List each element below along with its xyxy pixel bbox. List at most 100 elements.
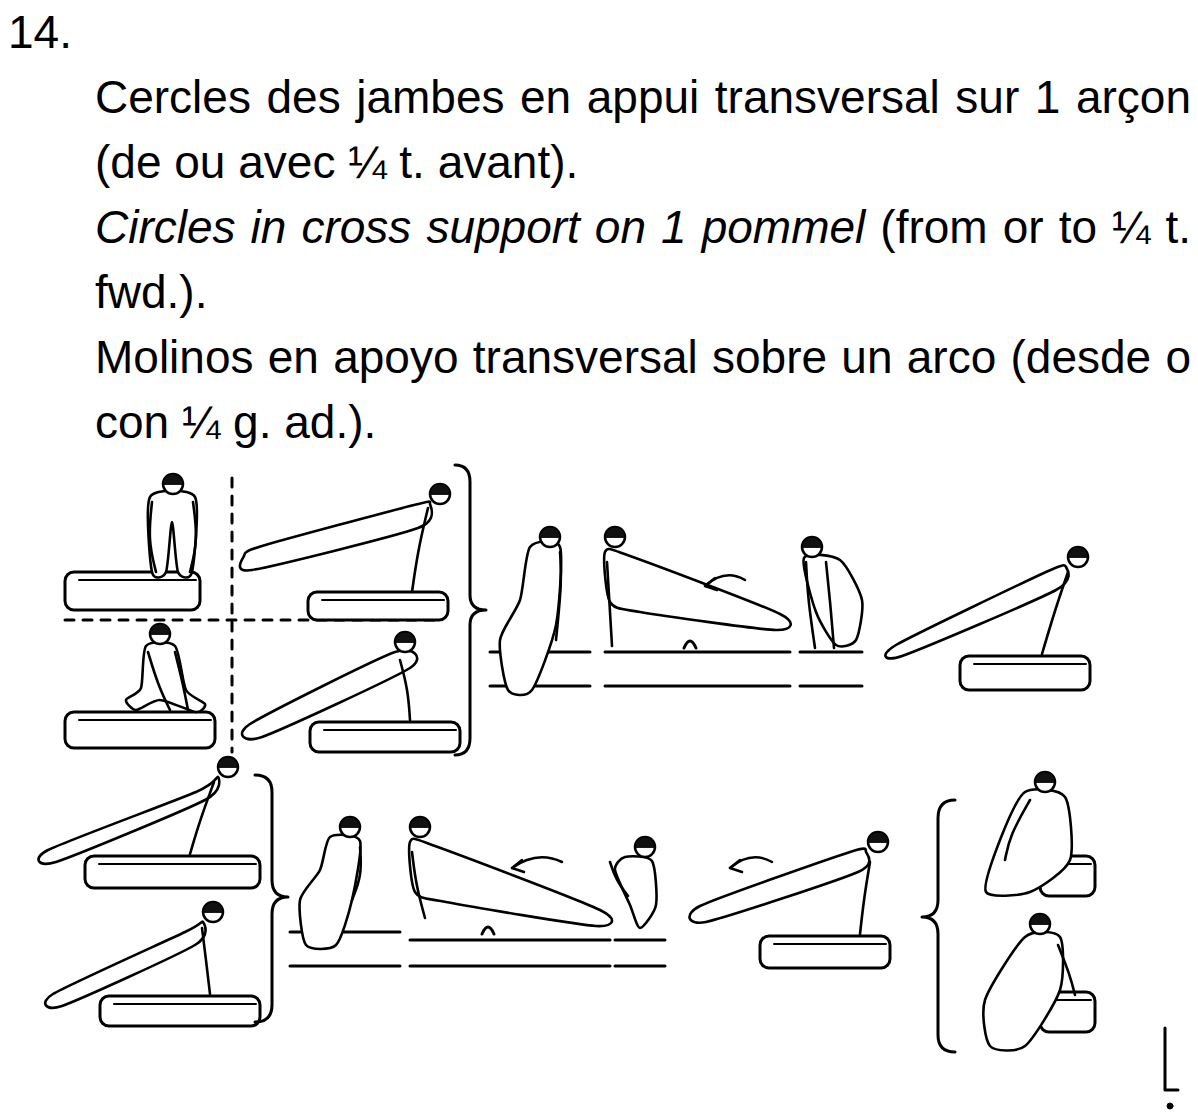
bracket	[455, 465, 486, 755]
gymnast-arm	[556, 552, 561, 640]
pommel-horse	[760, 936, 890, 968]
gymnast-body	[690, 849, 870, 923]
gymnast-hair	[150, 624, 170, 634]
paragraph: Cercles des jambes en appui transversal …	[95, 65, 1191, 195]
pommel	[482, 927, 494, 934]
paragraph: Circles in cross support on 1 pommel (fr…	[95, 195, 1191, 325]
horse-edge	[410, 939, 610, 942]
spanish-text: Molinos en apoyo transversal sobre un ar…	[95, 331, 1191, 448]
horse-edge	[615, 965, 665, 968]
gymnast-hair	[802, 537, 822, 547]
gymnast-body	[38, 777, 219, 864]
item-number: 14.	[8, 0, 1198, 65]
horse-edge	[800, 685, 862, 688]
pommel-horse	[960, 656, 1090, 690]
gymnast-arm	[806, 562, 815, 648]
gymnast-arm	[1042, 572, 1068, 654]
gymnast-hair	[395, 632, 415, 642]
gymnast-body	[45, 922, 205, 1008]
gymnast-hair	[868, 832, 888, 842]
text-layer: 14.Cercles des jambes en appui transvers…	[0, 0, 1198, 455]
gymnast-head	[395, 632, 415, 652]
gymnast-hair	[605, 527, 625, 537]
horse-edge	[800, 651, 862, 654]
horse-line	[79, 579, 196, 581]
gymnast-head	[430, 484, 450, 504]
gymnast-hair	[430, 484, 450, 494]
gymnast-arm	[412, 852, 425, 918]
pommel-horse	[310, 722, 460, 752]
gymnast-arm	[175, 652, 188, 710]
gymnast-arm	[150, 502, 156, 572]
gymnast-hair	[218, 757, 238, 767]
gymnast-arm	[610, 862, 628, 896]
horse-line	[974, 663, 1086, 665]
gymnast-head	[802, 537, 822, 557]
bracket	[255, 775, 288, 1022]
horse-line	[79, 719, 211, 721]
gymnast-arm	[400, 660, 410, 720]
horse-line	[1054, 999, 1091, 1001]
english-text: Circles in cross support on 1 pommel	[95, 201, 865, 253]
gymnast-head	[1035, 772, 1055, 792]
corner-dot	[1167, 1103, 1173, 1109]
gymnast-body	[300, 835, 361, 949]
horse-line	[774, 943, 886, 945]
gymnast-arm	[190, 782, 214, 854]
gymnast-hair	[340, 817, 360, 827]
gymnast-head	[410, 817, 430, 837]
gymnast-arm	[1005, 800, 1030, 860]
gymnast-body	[242, 650, 417, 739]
gymnast-hair	[163, 474, 183, 484]
arrow-head	[512, 860, 524, 872]
gymnast-body	[615, 856, 657, 928]
gymnast-body	[604, 549, 791, 630]
gymnast-arm	[190, 502, 196, 572]
gymnast-arm	[1058, 945, 1075, 995]
horse-line	[324, 729, 456, 731]
figures	[38, 465, 1178, 1109]
gymnast-head	[868, 832, 888, 852]
horse-edge	[410, 965, 610, 968]
gymnast-head	[203, 902, 223, 922]
gymnast-body	[983, 932, 1063, 1051]
horse-edge	[615, 939, 665, 942]
pommel-horse	[85, 856, 260, 888]
pommel-horse	[65, 572, 200, 610]
gymnast-hair	[635, 837, 655, 847]
gymnast-arm	[202, 928, 210, 994]
horse-line	[322, 599, 444, 601]
gymnast-head	[340, 817, 360, 837]
horse-edge	[605, 685, 790, 688]
gymnast-head	[163, 474, 183, 494]
pommel-horse	[100, 996, 260, 1026]
gymnast-body	[240, 502, 432, 571]
gymnast-arm	[412, 508, 428, 592]
gymnast-arm	[826, 562, 834, 648]
arrow-head	[705, 578, 717, 590]
gymnast-hair	[410, 817, 430, 827]
arrow-head	[730, 860, 742, 872]
pommel	[684, 641, 696, 648]
corner-mark	[1165, 1028, 1178, 1090]
gymnast-body	[409, 839, 612, 926]
gymnast-body	[885, 565, 1068, 658]
gymnast-head	[540, 527, 560, 547]
gymnast-hair	[1035, 772, 1055, 782]
gymnast-head	[1068, 547, 1088, 567]
paragraph: Molinos en apoyo transversal sobre un ar…	[95, 325, 1191, 455]
gymnast-hair	[1068, 547, 1088, 557]
pommel-horse	[65, 712, 215, 748]
spacer	[865, 201, 880, 253]
gymnast-body	[985, 789, 1071, 895]
bracket	[922, 800, 955, 1052]
horse-line	[99, 863, 256, 865]
gymnast-hair	[540, 527, 560, 537]
gymnast-arm	[607, 562, 612, 646]
gymnast-hair	[203, 902, 223, 912]
horse-edge	[605, 651, 790, 654]
gymnast-head	[218, 757, 238, 777]
horse-edge	[290, 965, 400, 968]
horse-line	[114, 1003, 256, 1005]
gymnast-body	[500, 541, 561, 695]
